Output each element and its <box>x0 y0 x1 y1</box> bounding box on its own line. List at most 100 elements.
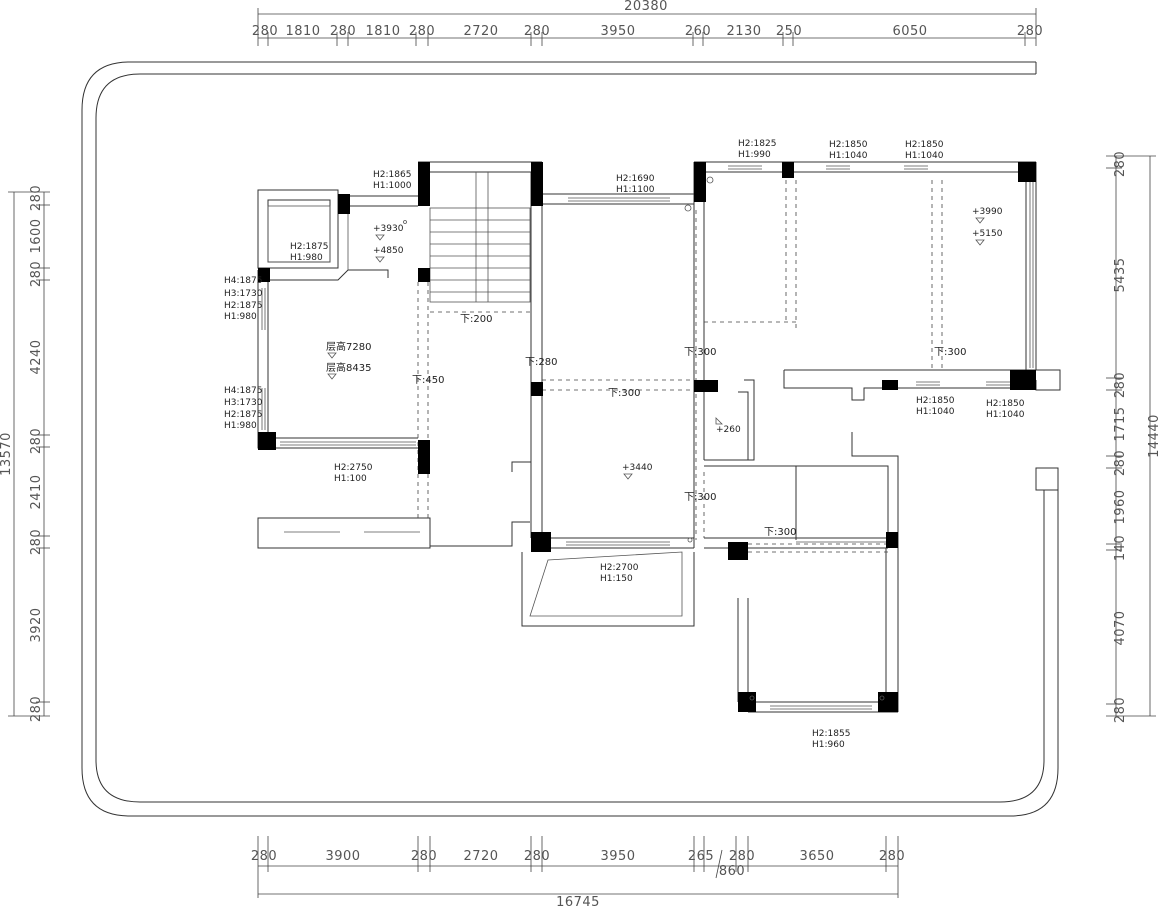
bottom-dim-10: 280 <box>879 849 905 864</box>
bottom-dim-3: 280 <box>411 849 437 864</box>
window-label: H2:1850 <box>916 396 955 406</box>
window-label: H1:1040 <box>905 151 944 161</box>
floor-height-label: 层高8435 <box>326 361 371 374</box>
step-label: 下:300 <box>764 527 796 538</box>
bottom-total-dim: 16745 <box>556 895 600 908</box>
bottom-dim-9: 3650 <box>799 849 834 864</box>
right-dimension-chain: 280 5435 280 1715 280 1960 140 4070 280 … <box>1106 151 1162 723</box>
annotations: H2:1865 H1:1000 +3930 +4850 H2:1875 H1:9… <box>224 139 1025 750</box>
window-label: H1:150 <box>600 574 633 584</box>
top-dim-5: 280 <box>409 24 435 39</box>
left-dimension-chain: 280 1600 280 4240 280 2410 280 3920 280 … <box>0 185 50 722</box>
top-dim-9: 260 <box>685 24 711 39</box>
building-walls <box>257 161 1061 713</box>
window-label: H1:1040 <box>916 407 955 417</box>
elevation-label: +5150 <box>972 229 1003 239</box>
top-dim-13: 280 <box>1017 24 1043 39</box>
floor-height-label: 层高7280 <box>326 340 371 353</box>
bottom-sub-dim: 860 <box>719 864 745 879</box>
window-label: H2:1825 <box>738 139 776 149</box>
top-dim-10: 2130 <box>726 24 761 39</box>
window-label: H2:1690 <box>616 174 655 184</box>
window-label: H1:100 <box>334 474 367 484</box>
bottom-dim-5: 280 <box>524 849 550 864</box>
right-dim-8: 4070 <box>1113 610 1128 645</box>
height-label: H4:1875 <box>224 276 262 286</box>
bottom-dim-6: 3950 <box>600 849 635 864</box>
height-label: H2:1875 <box>224 301 262 311</box>
step-label: 下:300 <box>608 388 640 399</box>
step-label: 下:450 <box>412 375 444 386</box>
left-dim-6: 2410 <box>29 474 44 509</box>
window-label: H2:1875 <box>290 242 328 252</box>
left-dim-1: 280 <box>29 185 44 211</box>
top-total-dim: 20380 <box>624 0 668 14</box>
top-dim-12: 6050 <box>892 24 927 39</box>
step-label: 下:280 <box>525 357 557 368</box>
left-dim-7: 280 <box>29 529 44 555</box>
site-boundary <box>81 61 1059 817</box>
top-dim-2: 1810 <box>285 24 320 39</box>
bottom-dim-2: 3900 <box>325 849 360 864</box>
step-dashed-lines <box>417 180 943 553</box>
window-label: H1:1100 <box>616 185 655 195</box>
height-label: H4:1875 <box>224 386 262 396</box>
top-dimension-chain: 20380 280 1810 280 1810 280 2720 280 395… <box>252 0 1043 46</box>
step-label: 下:300 <box>684 492 716 503</box>
top-dim-7: 280 <box>524 24 550 39</box>
height-label: H2:1875 <box>224 410 262 420</box>
right-total-dim: 14440 <box>1147 414 1162 458</box>
bottom-dimension-chain: 280 3900 280 2720 280 3950 265 280 3650 … <box>251 836 905 908</box>
window-label: H1:980 <box>290 253 323 263</box>
window-label: H1:1040 <box>986 410 1025 420</box>
window-label: H1:960 <box>812 740 845 750</box>
top-dim-8: 3950 <box>600 24 635 39</box>
right-dim-9: 280 <box>1113 697 1128 723</box>
left-dim-9: 280 <box>29 696 44 722</box>
height-label: H3:1730 <box>224 398 263 408</box>
height-label: H1:980 <box>224 421 257 431</box>
elevation-label: +4850 <box>373 246 404 256</box>
windows <box>261 165 1034 710</box>
height-label: H3:1730 <box>224 289 263 299</box>
left-dim-8: 3920 <box>29 607 44 642</box>
elevation-label: +3990 <box>972 207 1003 217</box>
elevation-label: +3930 <box>373 224 404 234</box>
structural-columns <box>258 162 1036 712</box>
top-dim-4: 1810 <box>365 24 400 39</box>
window-label: H2:1865 <box>373 170 411 180</box>
window-label: H2:1850 <box>829 140 868 150</box>
step-label: 下:200 <box>460 314 492 325</box>
top-dim-6: 2720 <box>463 24 498 39</box>
bottom-dim-1: 280 <box>251 849 277 864</box>
step-label: 下:300 <box>934 347 966 358</box>
elevation-markers <box>327 176 985 701</box>
right-dim-6: 1960 <box>1113 489 1128 524</box>
bottom-dim-7: 265 <box>688 849 714 864</box>
step-label: 下:300 <box>684 347 716 358</box>
bottom-dim-8: 280 <box>729 849 755 864</box>
window-label: H1:990 <box>738 150 771 160</box>
window-label: H1:1040 <box>829 151 868 161</box>
height-label: H1:980 <box>224 312 257 322</box>
window-label: H2:2750 <box>334 463 373 473</box>
window-label: H2:1850 <box>986 399 1025 409</box>
right-dim-3: 280 <box>1113 372 1128 398</box>
right-dim-2: 5435 <box>1113 257 1128 292</box>
right-dim-7: 140 <box>1113 535 1128 561</box>
window-label: H2:1850 <box>905 140 944 150</box>
elevation-label: +260 <box>716 425 741 435</box>
left-dim-4: 4240 <box>29 339 44 374</box>
left-total-dim: 13570 <box>0 432 14 476</box>
top-dim-1: 280 <box>252 24 278 39</box>
left-dim-5: 280 <box>29 428 44 454</box>
left-dim-2: 1600 <box>29 218 44 253</box>
bottom-dim-4: 2720 <box>463 849 498 864</box>
right-dim-4: 1715 <box>1113 406 1128 441</box>
right-dim-1: 280 <box>1113 151 1128 177</box>
top-dim-11: 250 <box>776 24 802 39</box>
window-label: H2:2700 <box>600 563 639 573</box>
top-dim-3: 280 <box>330 24 356 39</box>
right-dim-5: 280 <box>1113 450 1128 476</box>
